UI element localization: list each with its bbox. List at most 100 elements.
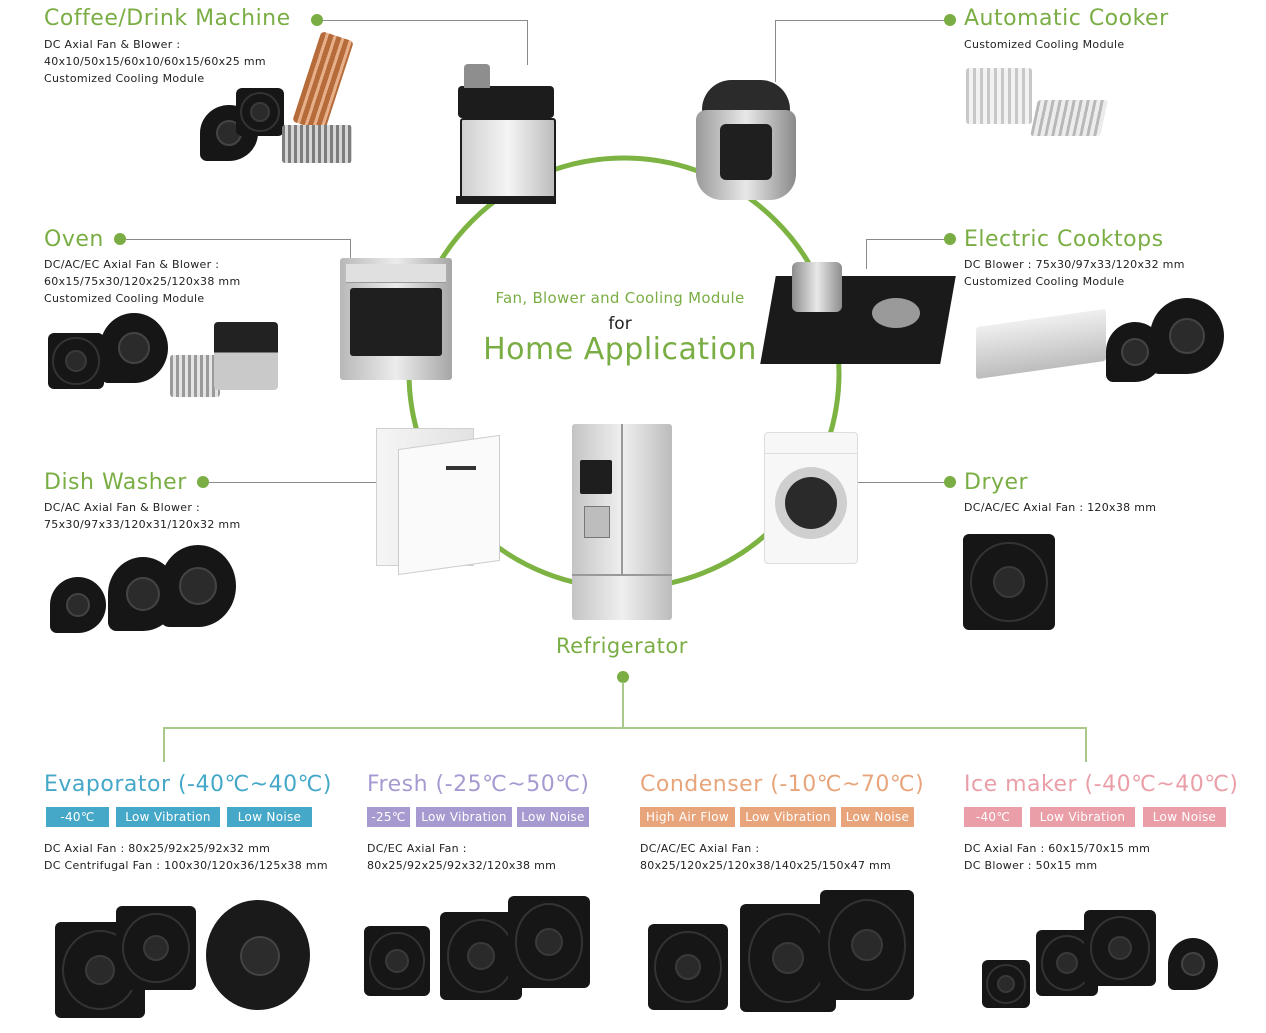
fresh-title: Fresh (-25℃~50℃)	[367, 772, 590, 797]
refrigerator-stem	[622, 682, 624, 728]
centrifugal-fan-product	[206, 900, 310, 1010]
cooker-line1: Customized Cooling Module	[964, 38, 1125, 51]
axial-fan-product	[508, 896, 590, 988]
condenser-title: Condenser (-10℃~70℃)	[640, 772, 925, 797]
branch-right	[1085, 727, 1087, 762]
cooktops-line1: DC Blower : 75x30/97x33/120x32 mm	[964, 258, 1185, 271]
dryer-line1: DC/AC/EC Axial Fan : 120x38 mm	[964, 501, 1157, 514]
cooling-module	[282, 125, 352, 163]
coffee-title: Coffee/Drink Machine	[44, 6, 291, 31]
blower-product	[100, 313, 168, 383]
condenser-tag-airflow: High Air Flow	[640, 807, 735, 827]
condenser-line1: DC/AC/EC Axial Fan :	[640, 842, 760, 855]
coffee-connector-v	[527, 20, 528, 65]
evaporator-tag-temp: -40℃	[46, 807, 109, 827]
refrigerator-title: Refrigerator	[556, 634, 688, 658]
coffee-line2: 40x10/50x15/60x10/60x15/60x25 mm	[44, 55, 266, 68]
fresh-tag-temp: -25℃	[367, 807, 410, 827]
oven-connector-v	[350, 239, 351, 259]
center-for: for	[608, 314, 632, 334]
refrigerator-branch	[163, 727, 1087, 729]
icemaker-desc: DC Axial Fan : 60x15/70x15 mm DC Blower …	[964, 840, 1150, 874]
cooktops-line2: Customized Cooling Module	[964, 275, 1125, 288]
axial-fan-product	[48, 333, 104, 389]
electric-cooktop-image	[760, 262, 956, 366]
blower-product	[160, 545, 236, 627]
evaporator-line2: DC Centrifugal Fan : 100x30/120x36/125x3…	[44, 859, 328, 872]
axial-fan-product	[963, 534, 1055, 630]
dishwasher-image	[376, 428, 504, 576]
coffee-connector	[320, 20, 528, 21]
icemaker-title: Ice maker (-40℃~40℃)	[964, 772, 1239, 797]
dishwasher-title: Dish Washer	[44, 470, 187, 495]
automatic-cooker-image	[690, 80, 806, 202]
axial-fan-product	[648, 924, 728, 1010]
fan-heatsink-module	[214, 322, 278, 390]
dishwasher-connector	[205, 482, 377, 483]
axial-fan-product	[364, 926, 430, 996]
refrigerator-image	[572, 424, 672, 620]
axial-fan-product	[820, 890, 914, 1000]
fresh-desc: DC/EC Axial Fan : 80x25/92x25/92x32/120x…	[367, 840, 556, 874]
icemaker-line1: DC Axial Fan : 60x15/70x15 mm	[964, 842, 1151, 855]
oven-title: Oven	[44, 227, 104, 252]
cooktops-dot	[944, 233, 956, 245]
axial-fan-product	[982, 960, 1030, 1008]
coffee-dot	[311, 14, 323, 26]
coffee-line1: DC Axial Fan & Blower :	[44, 38, 181, 51]
cooker-connector	[775, 20, 947, 21]
center-title: Home Application	[483, 332, 757, 367]
oven-line1: DC/AC/EC Axial Fan & Blower :	[44, 258, 220, 271]
center-subtitle: Fan, Blower and Cooling Module	[495, 289, 745, 307]
oven-dot	[114, 233, 126, 245]
condenser-tag-noise: Low Noise	[841, 807, 914, 827]
dishwasher-desc: DC/AC Axial Fan & Blower : 75x30/97x33/1…	[44, 499, 240, 533]
dryer-dot	[944, 476, 956, 488]
cooktops-desc: DC Blower : 75x30/97x33/120x32 mm Custom…	[964, 256, 1185, 290]
dryer-connector	[856, 482, 948, 483]
dishwasher-line1: DC/AC Axial Fan & Blower :	[44, 501, 200, 514]
fresh-line2: 80x25/92x25/92x32/120x38 mm	[367, 859, 557, 872]
coffee-line3: Customized Cooling Module	[44, 72, 205, 85]
icemaker-tag-noise: Low Noise	[1143, 807, 1226, 827]
dryer-title: Dryer	[964, 470, 1029, 495]
dryer-desc: DC/AC/EC Axial Fan : 120x38 mm	[964, 499, 1156, 516]
fresh-tag-noise: Low Noise	[517, 807, 589, 827]
condenser-desc: DC/AC/EC Axial Fan : 80x25/120x25/120x38…	[640, 840, 891, 874]
cooling-module	[170, 355, 220, 397]
oven-line2: 60x15/75x30/120x25/120x38 mm	[44, 275, 241, 288]
fresh-tag-vibration: Low Vibration	[416, 807, 512, 827]
evaporator-desc: DC Axial Fan : 80x25/92x25/92x32 mm DC C…	[44, 840, 328, 874]
blower-product	[1150, 298, 1224, 374]
cooktops-connector	[866, 239, 948, 240]
cooktops-title: Electric Cooktops	[964, 227, 1164, 252]
icemaker-tag-vibration: Low Vibration	[1030, 807, 1135, 827]
oven-image	[340, 258, 452, 380]
evaporator-title: Evaporator (-40℃~40℃)	[44, 772, 332, 797]
oven-connector	[124, 239, 351, 240]
axial-fan-product	[236, 88, 284, 136]
cooktops-connector-v	[866, 239, 867, 269]
cooker-connector-v	[775, 20, 776, 82]
axial-fan-product	[1084, 910, 1156, 986]
oven-line3: Customized Cooling Module	[44, 292, 205, 305]
dryer-image	[764, 432, 858, 564]
coffee-machine-image	[452, 64, 560, 206]
evaporator-tag-vibration: Low Vibration	[116, 807, 220, 827]
oven-desc: DC/AC/EC Axial Fan & Blower : 60x15/75x3…	[44, 256, 240, 307]
evaporator-tag-noise: Low Noise	[227, 807, 312, 827]
branch-left	[163, 727, 165, 762]
refrigerator-dot	[617, 671, 629, 683]
icemaker-line2: DC Blower : 50x15 mm	[964, 859, 1098, 872]
cooker-desc: Customized Cooling Module	[964, 36, 1124, 53]
condenser-line2: 80x25/120x25/120x38/140x25/150x47 mm	[640, 859, 892, 872]
evaporator-line1: DC Axial Fan : 80x25/92x25/92x32 mm	[44, 842, 271, 855]
cooker-dot	[944, 14, 956, 26]
axial-fan-product	[116, 906, 196, 990]
condenser-tag-vibration: Low Vibration	[740, 807, 836, 827]
dishwasher-dot	[197, 476, 209, 488]
cooker-title: Automatic Cooker	[964, 6, 1169, 31]
heatsink-product	[1030, 100, 1108, 136]
icemaker-tag-temp: -40℃	[964, 807, 1022, 827]
fresh-line1: DC/EC Axial Fan :	[367, 842, 467, 855]
